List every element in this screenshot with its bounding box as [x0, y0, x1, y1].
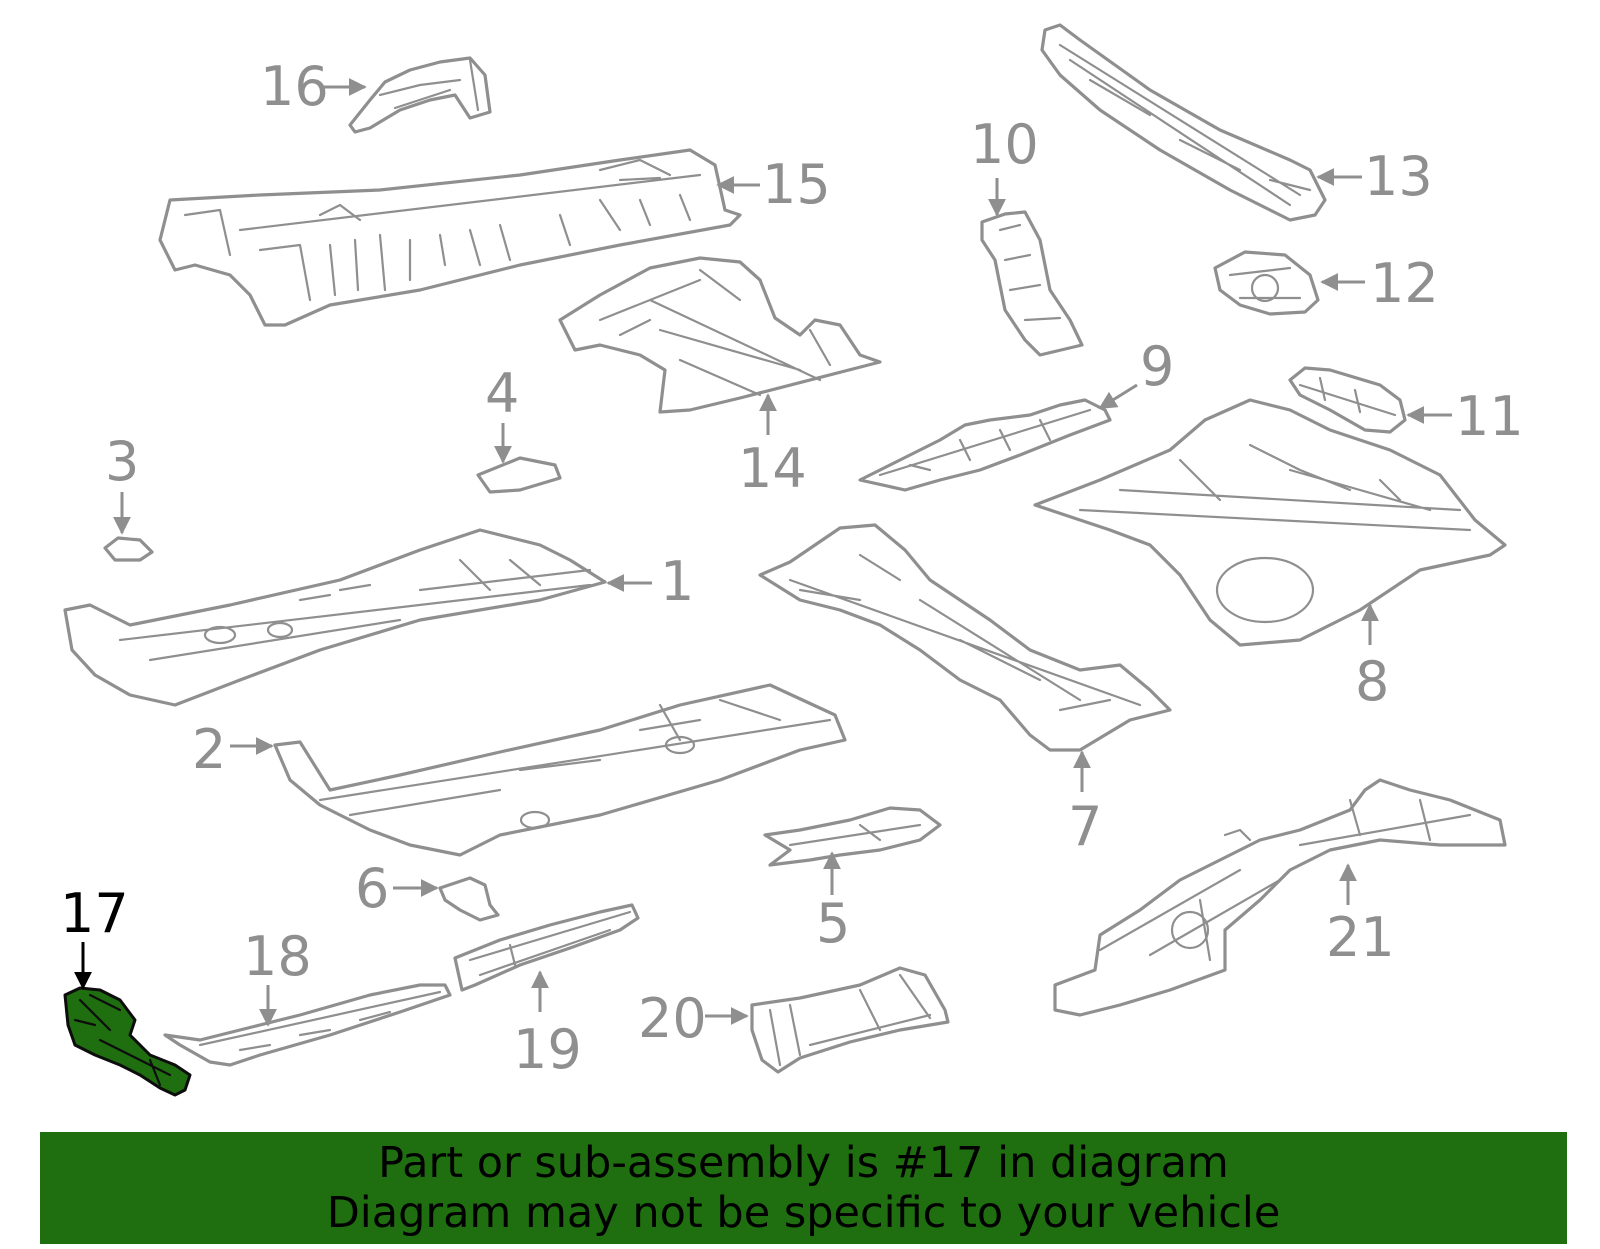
part-13[interactable] — [1040, 23, 1327, 222]
arrow-9 — [1098, 383, 1138, 410]
part-6[interactable] — [438, 876, 500, 922]
info-banner: Part or sub-assembly is #17 in diagram D… — [40, 1132, 1567, 1244]
callout-11: 11 — [1455, 385, 1524, 448]
callout-13: 13 — [1364, 145, 1433, 208]
part-15[interactable] — [158, 148, 742, 327]
callout-16: 16 — [260, 55, 329, 118]
callout-6: 6 — [355, 857, 389, 920]
callout-21: 21 — [1326, 906, 1395, 969]
part-10[interactable] — [980, 210, 1084, 357]
callout-10: 10 — [970, 113, 1039, 176]
part-17[interactable] — [63, 986, 192, 1097]
banner-disclaimer: Diagram may not be specific to your vehi… — [326, 1188, 1281, 1238]
callout-labels: 16 15 14 13 12 10 9 11 8 4 3 1 7 2 5 6 2… — [60, 55, 1524, 1081]
banner-part-note: Part or sub-assembly is #17 in diagram — [378, 1138, 1229, 1188]
part-2[interactable] — [273, 683, 847, 857]
parts-diagram: 16 15 14 13 12 10 9 11 8 4 3 1 7 2 5 6 2… — [60, 23, 1524, 1097]
part-9[interactable] — [858, 398, 1112, 492]
callout-15: 15 — [762, 153, 831, 216]
part-4[interactable] — [476, 456, 562, 494]
callout-2: 2 — [192, 718, 226, 781]
part-21[interactable] — [1053, 778, 1507, 1017]
callout-12: 12 — [1370, 252, 1439, 315]
part-7[interactable] — [758, 523, 1172, 752]
callout-3: 3 — [105, 430, 139, 493]
part-8[interactable] — [1033, 398, 1507, 647]
callout-9: 9 — [1140, 335, 1174, 398]
callout-1: 1 — [660, 550, 694, 613]
callout-4: 4 — [485, 362, 519, 425]
part-12[interactable] — [1213, 250, 1320, 316]
callout-7: 7 — [1068, 795, 1102, 858]
callout-8: 8 — [1355, 650, 1389, 713]
part-18[interactable] — [163, 983, 452, 1067]
callout-20: 20 — [638, 987, 707, 1050]
callout-18: 18 — [243, 925, 312, 988]
part-3[interactable] — [103, 536, 154, 562]
part-14[interactable] — [558, 256, 882, 414]
part-1[interactable] — [63, 528, 607, 707]
part-11[interactable] — [1288, 366, 1407, 434]
callout-5: 5 — [816, 892, 850, 955]
part-19[interactable] — [453, 903, 640, 992]
callout-19: 19 — [513, 1018, 582, 1081]
part-5[interactable] — [763, 806, 942, 867]
callout-14: 14 — [738, 437, 807, 500]
leader-arrows — [74, 78, 1452, 1027]
callout-17: 17 — [60, 882, 129, 945]
part-20[interactable] — [750, 966, 950, 1074]
part-16[interactable] — [348, 56, 492, 134]
